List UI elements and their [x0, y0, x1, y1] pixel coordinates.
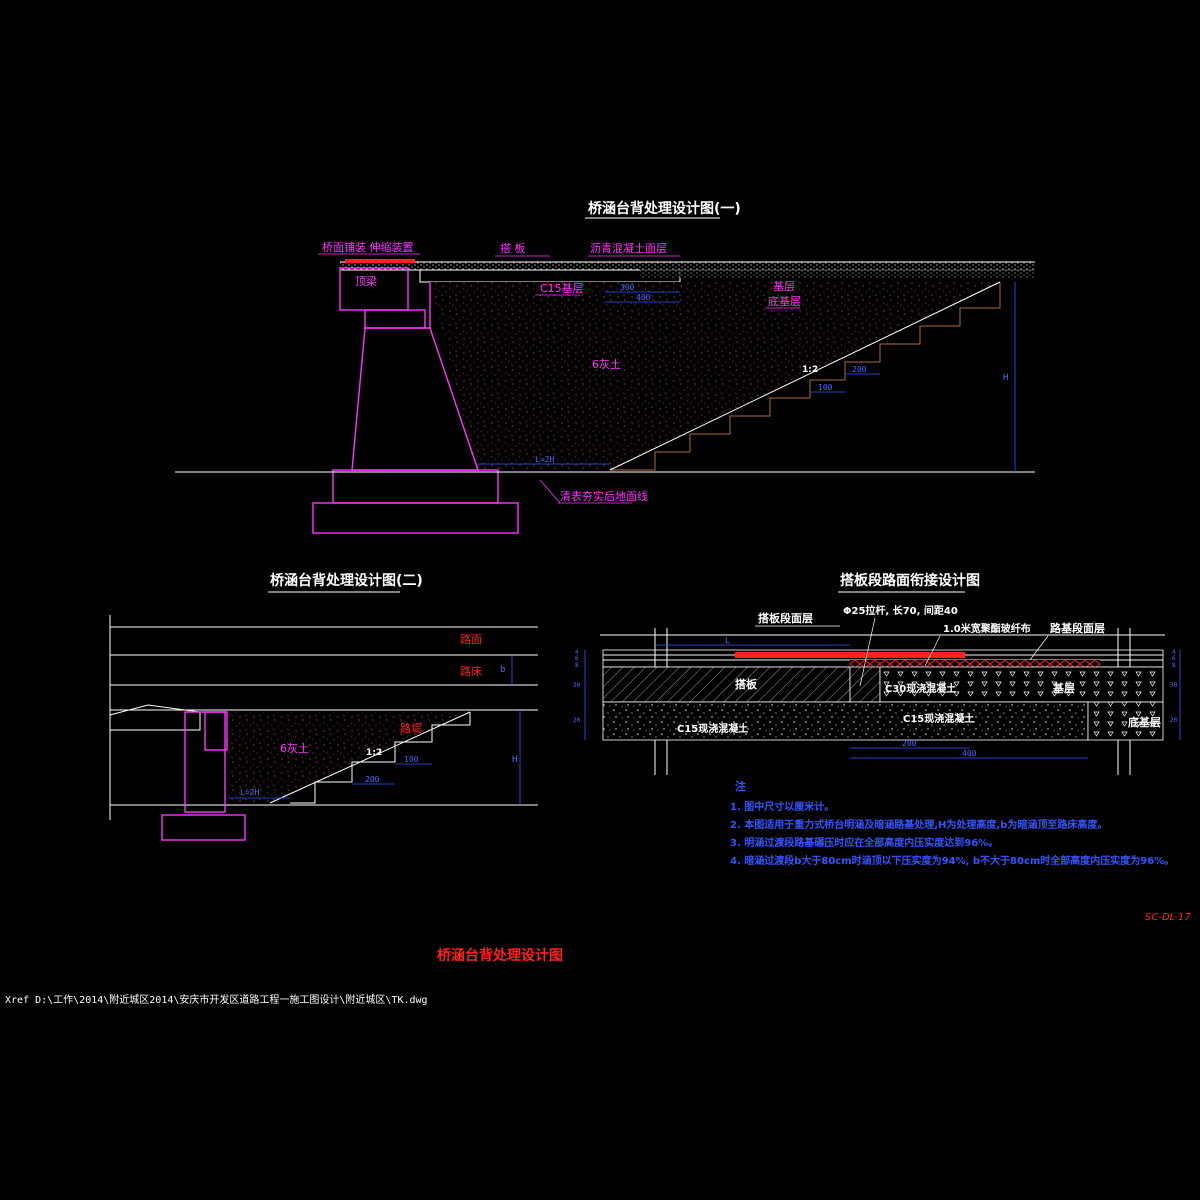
fig3-c30-label: C30现浇混凝土	[885, 682, 956, 695]
slab-label: 搭 板	[500, 241, 526, 255]
fig2-dim-b: b	[500, 665, 505, 675]
fig3-dim-left-3: 30	[573, 682, 581, 689]
base-layer	[879, 666, 1164, 703]
fig2-lime-fill	[228, 712, 470, 803]
notes-heading: 注	[735, 779, 746, 793]
figure-2: 桥涵台背处理设计图(二) 路面 路床 6灰土 路堤 1:2 100 200 H …	[109, 572, 538, 841]
note-4: 4. 暗涵过渡段b大于80cm时涵顶以下压实度为94%, b不大于80cm时全部…	[730, 854, 1174, 867]
note-3: 3. 明涵过渡段路基碾压时应在全部高度内压实度达到96%。	[730, 836, 998, 849]
expansion-label: 桥面铺装 伸缩装置	[322, 241, 414, 254]
fig3-dim-l: L	[725, 636, 730, 645]
abutment-footing	[332, 469, 499, 504]
benching-steps	[610, 282, 1001, 471]
fig2-footing	[161, 814, 246, 841]
notes: 注 1. 图中尺寸以厘米计。 2. 本图适用于重力式桥台明涵及暗涵路基处理,H为…	[730, 779, 1174, 867]
fill-label: 6灰土	[592, 357, 621, 371]
foundation	[312, 502, 519, 534]
c30-zone	[849, 666, 881, 703]
lime-soil-fill	[430, 282, 1000, 470]
fig3-rebar-label: Φ25拉杆, 长70, 间距40	[843, 604, 958, 617]
fig2-pavement-label: 路面	[460, 633, 482, 646]
note-2: 2. 本图适用于重力式桥台明涵及暗涵路基处理,H为处理高度,b为暗涵顶至路床高度…	[730, 818, 1107, 831]
dim-100: 100	[818, 383, 833, 392]
asphalt-wedge	[640, 264, 1035, 278]
asphalt-label: 沥青混凝土面层	[590, 241, 667, 255]
fig2-bed-label: 路床	[460, 664, 482, 678]
fig2-fill-label: 6灰土	[280, 741, 309, 755]
fig2-dim-lh: L=2H	[240, 788, 259, 797]
fig3-subbase-label: 底基层	[1128, 715, 1161, 729]
slope-label: 1:2	[802, 365, 818, 375]
figure2-title: 桥涵台背处理设计图(二)	[270, 572, 423, 589]
fig3-road-surface-label: 路基段面层	[1050, 621, 1105, 635]
fig3-dim-left-2: 8	[575, 662, 579, 669]
fig3-dim-right-2: 8	[1172, 662, 1176, 669]
expansion-joint	[345, 259, 415, 263]
fig2-dim-h: H	[512, 755, 517, 765]
c15-layer	[602, 701, 1089, 741]
fig2-dim-200: 200	[365, 775, 380, 784]
c15-label: C15基层	[540, 282, 584, 295]
beam-label: 顶梁	[355, 274, 377, 288]
fig3-base-label: 基层	[1052, 681, 1075, 695]
fig3-geogrid-label: 1.0米宽聚酯玻纤布	[943, 622, 1031, 635]
figure1-title: 桥涵台背处理设计图(一)	[588, 200, 741, 217]
fig2-abutment-cap	[109, 704, 201, 731]
fig3-c15-left-label: C15现浇混凝土	[677, 722, 748, 735]
fig3-left-dims: 4 6 8 30 20	[573, 649, 581, 724]
figure3-title: 搭板段路面衔接设计图	[840, 572, 980, 589]
fig2-slope-label: 1:2	[366, 748, 382, 758]
fig2-dim-100: 100	[404, 755, 419, 764]
dim-h: H	[1003, 373, 1008, 383]
fig3-dim-left-0: 4	[575, 649, 579, 656]
fig3-slab-surface-label: 搭板段面层	[758, 611, 813, 625]
fig3-dim-right-0: 4	[1172, 649, 1176, 656]
xref-path: Xref D:\工作\2014\附近城区2014\安庆市开发区道路工程一施工图设…	[5, 993, 428, 1006]
fig3-dim-right-4: 20	[1170, 717, 1178, 724]
fig3-right-dims: 4 6 8 30 20	[1170, 649, 1178, 724]
fig3-dim-right-1: 6	[1172, 655, 1176, 662]
subbase-layer	[1087, 701, 1164, 741]
base-label: 基层	[773, 280, 795, 293]
fig3-dim-200: 200	[902, 739, 917, 748]
red-overlay-1	[735, 652, 965, 658]
fig3-slab-label: 搭板	[735, 677, 758, 691]
fig3-c15-mid-label: C15现浇混凝土	[903, 712, 974, 725]
dim-lh: L=2H	[535, 455, 554, 464]
figure-3: 搭板段路面衔接设计图 搭板段面层 Φ25拉杆, 长70, 间距40 1.0米宽聚…	[573, 572, 1181, 775]
ground-label: 清表夯实后地面线	[560, 489, 648, 503]
geogrid-band	[850, 660, 1100, 668]
dim-400: 400	[636, 293, 651, 302]
drawing-number: SC-DL-17	[1145, 912, 1191, 923]
fig3-dim-left-1: 6	[575, 655, 579, 662]
fig3-dim-400: 400	[962, 749, 977, 758]
note-1: 1. 图中尺寸以厘米计。	[730, 800, 834, 813]
slab-hatch	[602, 666, 851, 703]
fig3-dim-left-4: 20	[573, 717, 581, 724]
dim-300: 300	[620, 283, 635, 292]
sheet-title: 桥涵台背处理设计图	[437, 947, 563, 964]
dim-200: 200	[852, 365, 867, 374]
fig3-dim-right-3: 30	[1170, 682, 1178, 689]
figure-1: 桥涵台背处理设计图(一) 桥面铺装 伸缩装置 搭 板 沥青混凝土面层 顶梁 C1…	[175, 200, 1035, 534]
fig2-embank-label: 路堤	[400, 722, 422, 735]
subbase-label: 底基层	[768, 294, 801, 308]
fig2-steps	[290, 712, 471, 804]
